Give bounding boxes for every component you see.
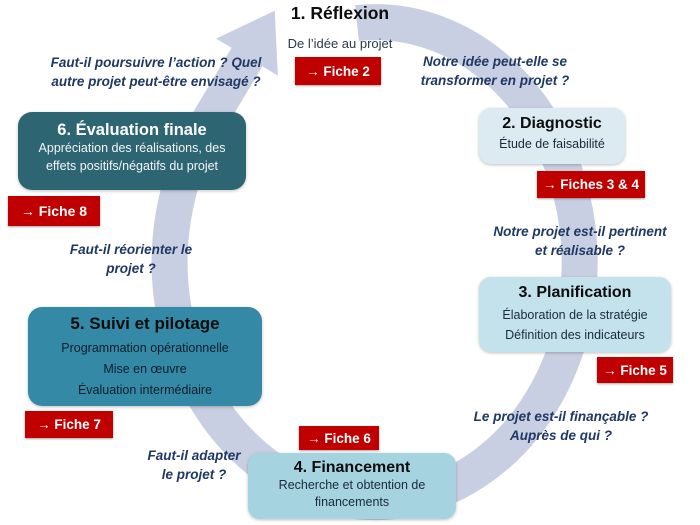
question-line: Auprès de qui ? [509, 428, 612, 444]
question-6-to-1: Faut-il poursuivre l’action ? Quel autre… [28, 53, 284, 91]
stage-4-line: financements [314, 494, 390, 509]
question-line: Faut-il adapter [147, 448, 241, 463]
stage-1-subtitle: De l’idée au projet [287, 36, 393, 51]
question-line: Faut-il poursuivre l’action ? Quel [50, 55, 262, 70]
question-line: Notre idée peut-elle se [422, 54, 568, 69]
question-line: et réalisable ? [534, 243, 626, 259]
stage-2-title: 2. Diagnostic [502, 115, 602, 132]
fiche-8-badge: → Fiche 8 [8, 196, 100, 226]
stage-4-box: 4. Financement Recherche et obtention de… [248, 453, 456, 519]
question-line: transformer en projet ? [420, 73, 570, 89]
question-line: Le projet est-il finançable ? [473, 409, 649, 424]
stage-2-line: Étude de faisabilité [499, 137, 605, 151]
question-1-to-2: Notre idée peut-elle se transformer en p… [390, 52, 600, 90]
stage-5-line: Programmation opérationnelle [61, 341, 229, 355]
question-line: le projet ? [161, 467, 227, 483]
fiche-7-badge: → Fiche 7 [25, 411, 113, 438]
question-3-to-4: Le projet est-il finançable ? Auprès de … [448, 407, 674, 445]
stage-3-line: Élaboration de la stratégie [502, 308, 648, 322]
stage-3-box: 3. Planification Élaboration de la strat… [479, 277, 671, 352]
question-line: Notre projet est-il pertinent [493, 224, 667, 239]
stage-4-title: 4. Financement [293, 459, 411, 476]
stage-6-line: Appréciation des réalisations, des [38, 141, 226, 155]
stage-6-title: 6. Évaluation finale [57, 121, 207, 139]
stage-3-line: Définition des indicateurs [505, 328, 645, 342]
stage-2-box: 2. Diagnostic Étude de faisabilité [479, 108, 625, 164]
cycle-arrowhead-icon [191, 10, 278, 134]
stage-5-line: Mise en œuvre [103, 362, 187, 376]
stage-6-line: effets positifs/négatifs du projet [45, 158, 219, 173]
fiche-2-badge: → Fiche 2 [295, 57, 381, 85]
stage-1-title: 1. Réflexion [290, 3, 390, 23]
stage-6-box: 6. Évaluation finale Appréciation des ré… [18, 112, 246, 190]
question-2-to-3: Notre projet est-il pertinent et réalisa… [462, 222, 698, 260]
question-line: Faut-il réorienter le [69, 242, 193, 257]
fiche-5-badge: → Fiche 5 [597, 357, 673, 383]
stage-3-title: 3. Planification [518, 284, 632, 301]
fiche-6-badge: → Fiche 6 [299, 426, 379, 450]
stage-4-line: Recherche et obtention de [278, 478, 426, 492]
question-4-to-5: Faut-il adapter le projet ? [135, 446, 253, 484]
stage-5-box: 5. Suivi et pilotage Programmation opéra… [28, 307, 262, 406]
question-5-to-6: Faut-il réorienter le projet ? [45, 240, 217, 278]
question-line: autre projet peut-être envisagé ? [51, 74, 261, 90]
question-line: projet ? [106, 261, 156, 277]
fiches-3-4-badge: → Fiches 3 & 4 [537, 171, 645, 198]
stage-5-title: 5. Suivi et pilotage [70, 314, 220, 333]
stage-5-line: Évaluation intermédiaire [77, 383, 213, 397]
